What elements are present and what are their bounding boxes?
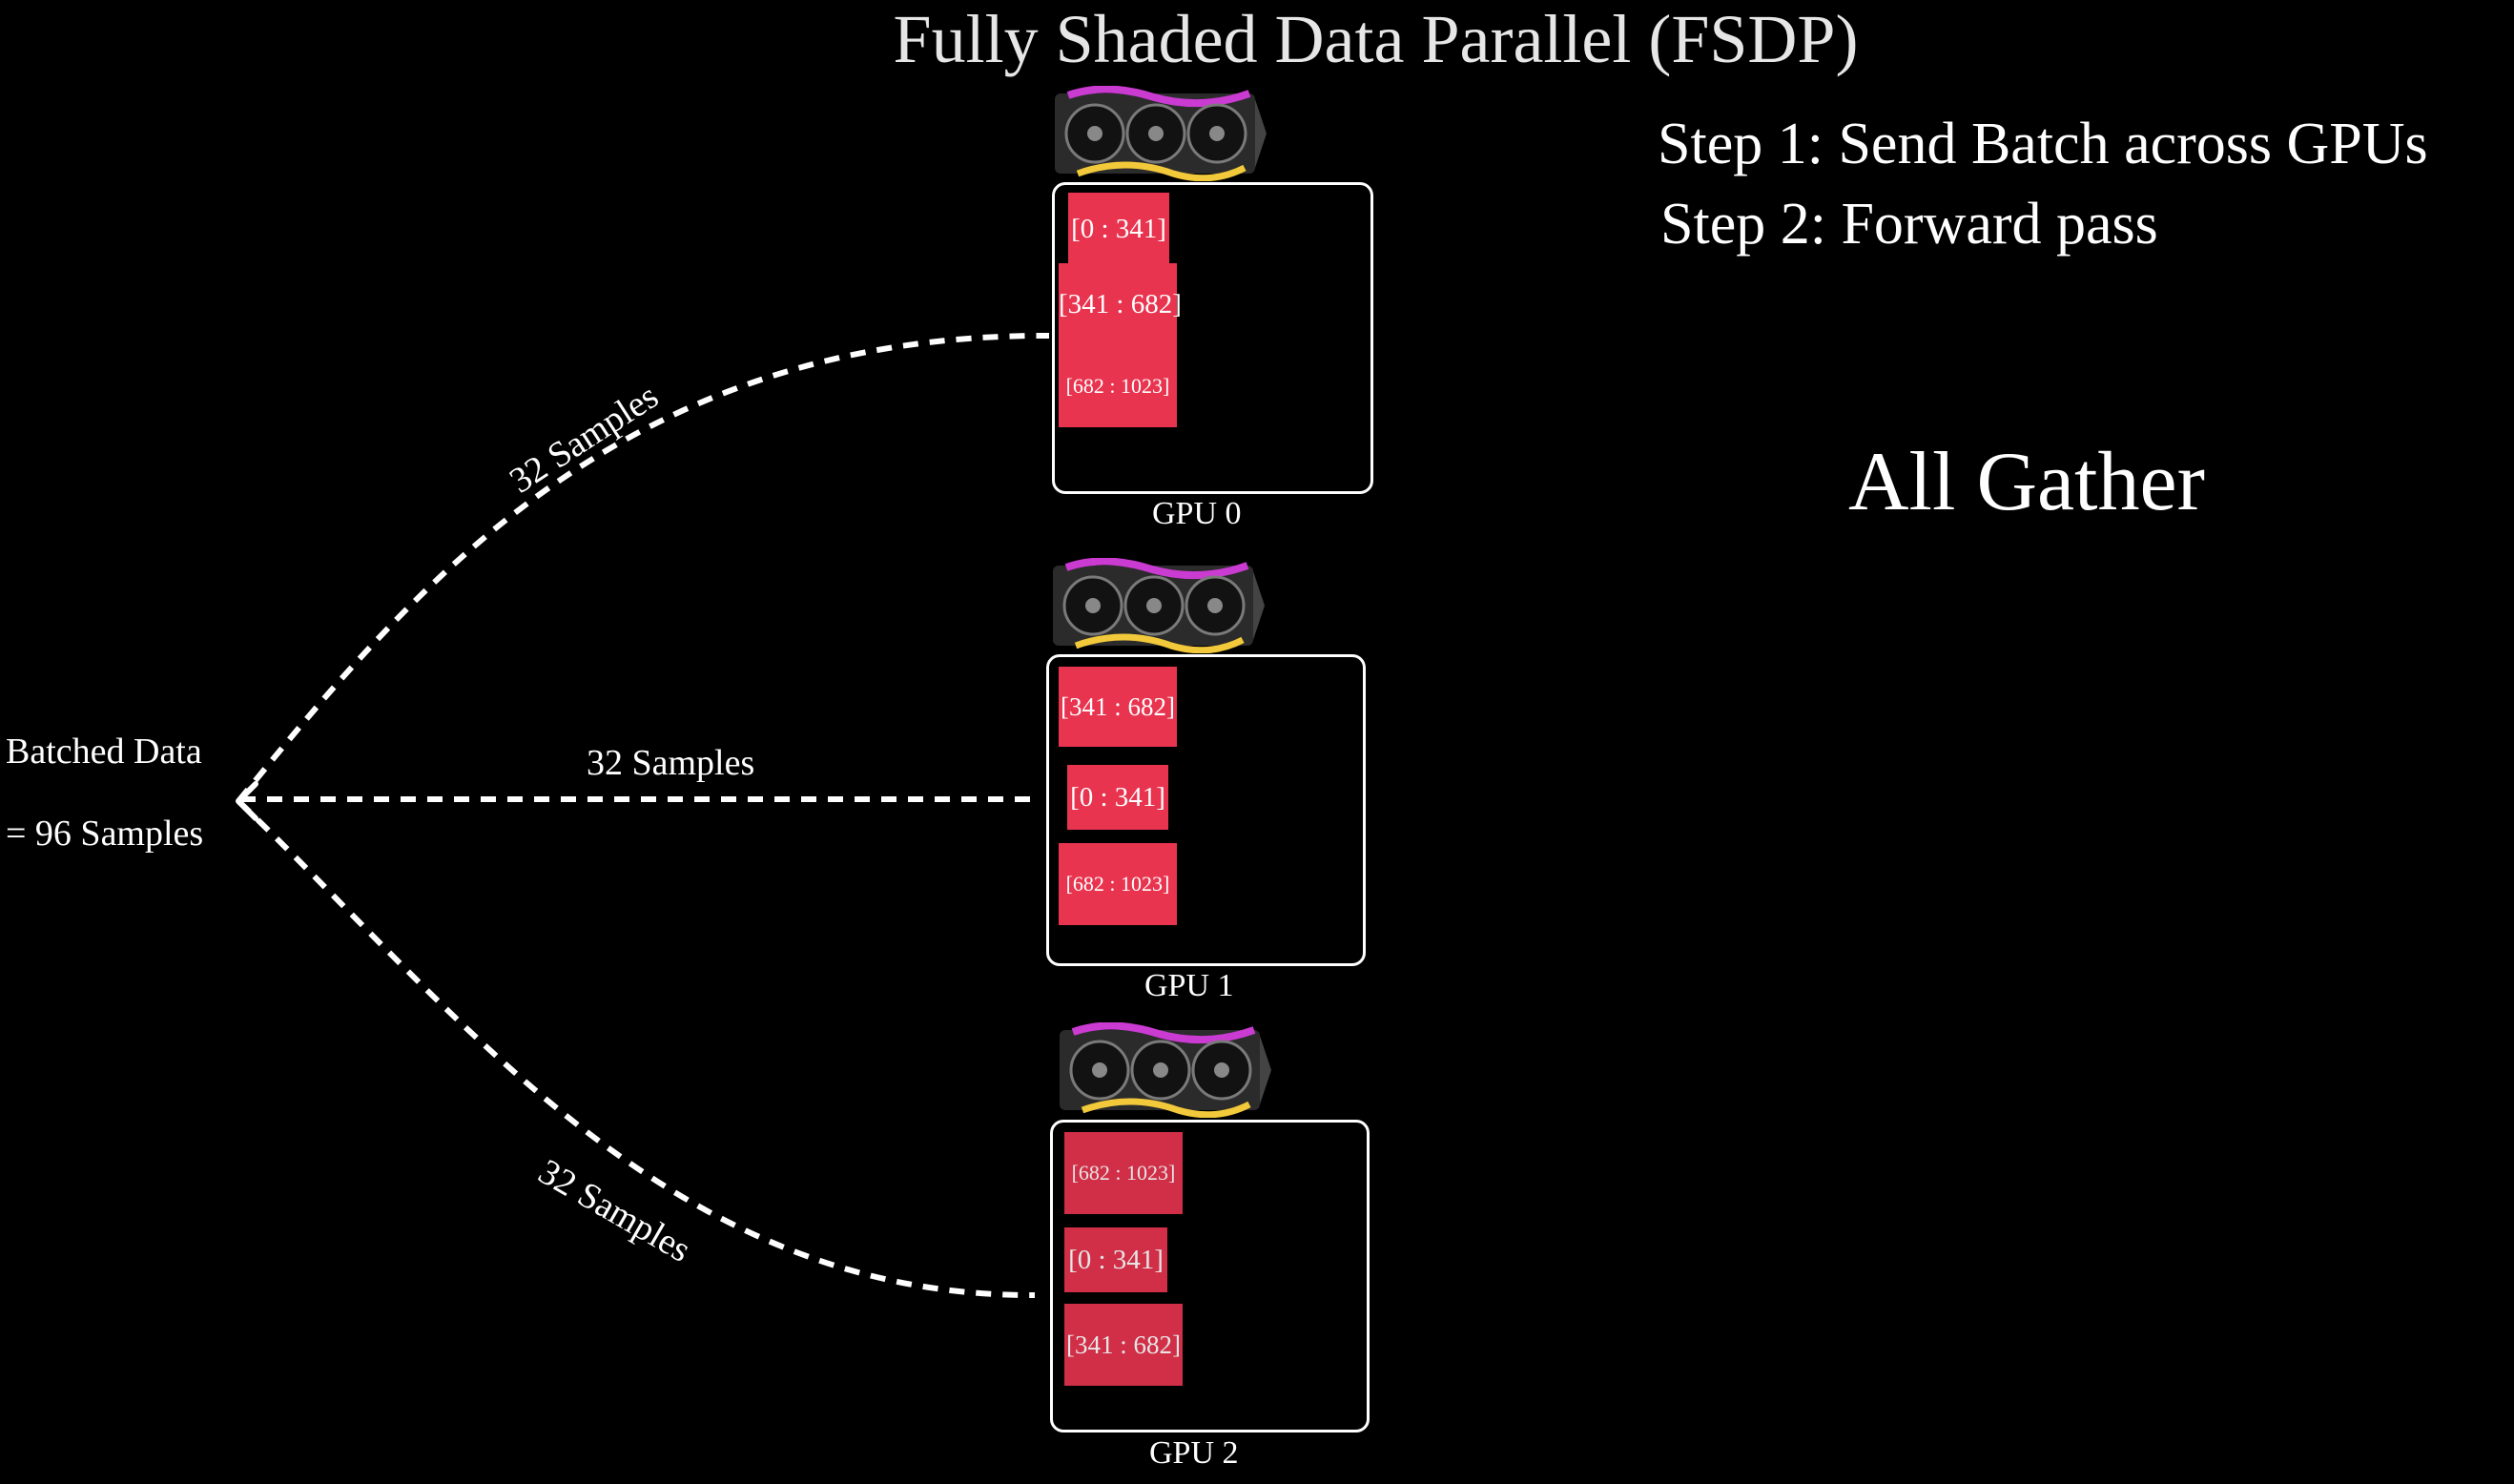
gpu-0-shard-3: [682 : 1023] bbox=[1059, 345, 1177, 427]
gpu-0-label: GPU 0 bbox=[1152, 496, 1242, 531]
graphics-card-icon bbox=[1060, 1022, 1271, 1118]
gpu-0-shard-2: [341 : 682] bbox=[1059, 263, 1182, 345]
batched-data-count: = 96 Samples bbox=[6, 814, 204, 854]
gpu-1-label: GPU 1 bbox=[1144, 968, 1234, 1003]
all-gather-label: All Gather bbox=[1848, 436, 2205, 528]
gpu-2-shard-3: [341 : 682] bbox=[1064, 1304, 1183, 1386]
gpu-2-shard-1: [682 : 1023] bbox=[1064, 1132, 1183, 1214]
link-label-gpu-0: 32 Samples bbox=[503, 376, 666, 501]
gpu-1-shard-2: [0 : 341] bbox=[1067, 765, 1168, 830]
gpu-0-memory: [0 : 341] [341 : 682] [682 : 1023] bbox=[1052, 182, 1373, 494]
gpu-1-memory: [341 : 682] [0 : 341] [682 : 1023] bbox=[1046, 654, 1366, 966]
gpu-2-memory: [682 : 1023] [0 : 341] [341 : 682] bbox=[1050, 1120, 1370, 1432]
diagram-title: Fully Shaded Data Parallel (FSDP) bbox=[893, 1, 1859, 77]
graphics-card-icon bbox=[1053, 558, 1265, 653]
link-label-gpu-1: 32 Samples bbox=[587, 743, 754, 783]
gpu-2-shard-2: [0 : 341] bbox=[1064, 1227, 1167, 1292]
link-label-gpu-2: 32 Samples bbox=[532, 1151, 698, 1270]
graphics-card-icon bbox=[1055, 86, 1267, 181]
batched-data-label: Batched Data bbox=[6, 732, 202, 772]
gpu-2-label: GPU 2 bbox=[1149, 1435, 1239, 1471]
gpu-1-shard-3: [682 : 1023] bbox=[1059, 843, 1177, 925]
step-2-text: Step 2: Forward pass bbox=[1660, 192, 2158, 257]
step-1-text: Step 1: Send Batch across GPUs bbox=[1658, 112, 2428, 176]
gpu-1-shard-1: [341 : 682] bbox=[1059, 667, 1177, 747]
gpu-0-shard-1: [0 : 341] bbox=[1068, 193, 1169, 265]
